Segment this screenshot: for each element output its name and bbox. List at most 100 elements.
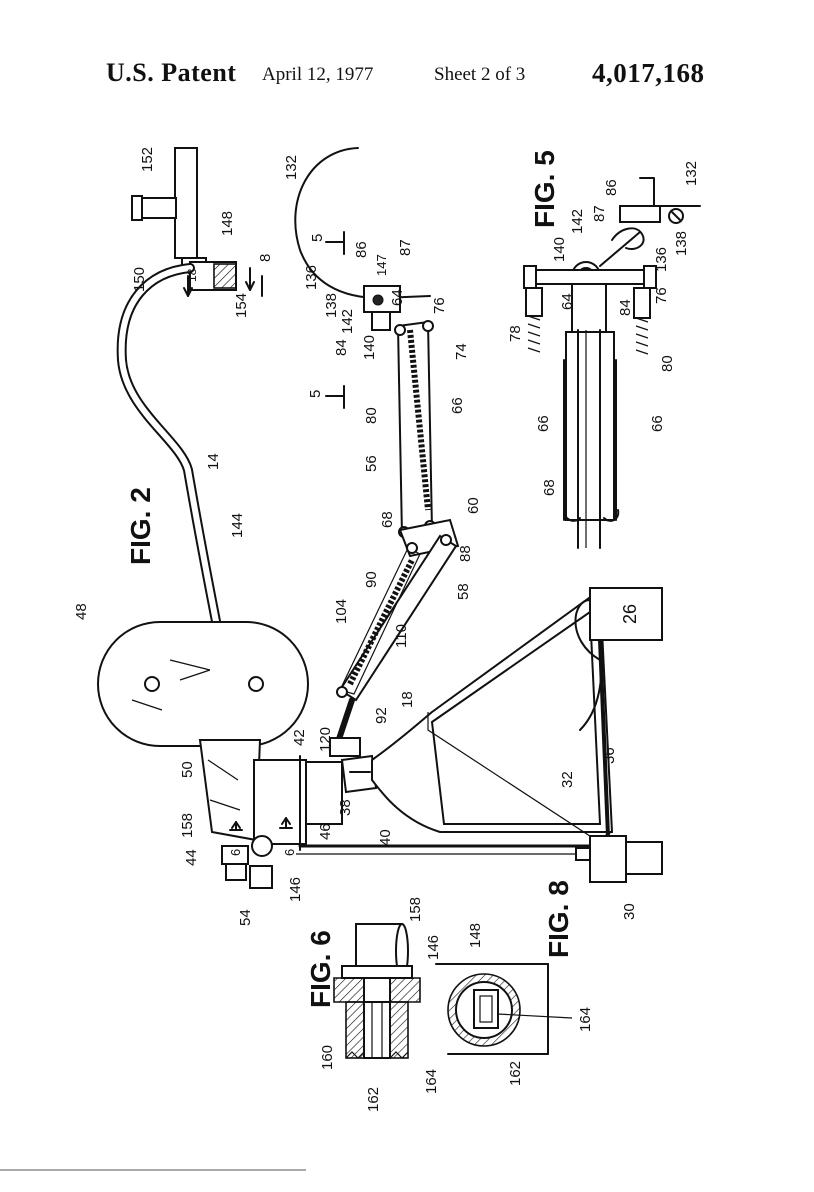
ref-132: 132 xyxy=(283,155,300,180)
fig5-ref-138: 138 xyxy=(673,231,690,256)
ref-148: 148 xyxy=(219,211,236,236)
ref-60: 60 xyxy=(465,497,482,514)
reflector-132 xyxy=(294,147,431,299)
fig5-ref-136: 136 xyxy=(653,247,670,272)
ref-76: 76 xyxy=(431,297,448,314)
fig5-ref-64: 64 xyxy=(559,293,576,310)
ref-8: 8 xyxy=(257,254,274,262)
ref-80: 80 xyxy=(363,407,380,424)
ref-5b: 5 xyxy=(307,390,324,398)
base-housing-42 xyxy=(253,755,343,851)
fig5-ref-80: 80 xyxy=(659,355,676,372)
ref-68: 68 xyxy=(379,511,396,528)
ref-88: 88 xyxy=(457,545,474,562)
fig5-ref-86: 86 xyxy=(603,179,620,196)
ref-150: 150 xyxy=(131,267,148,292)
lamp-mount-86 xyxy=(363,285,401,331)
ref-142: 142 xyxy=(339,309,356,334)
ref-58: 58 xyxy=(455,583,472,600)
ref-147: 147 xyxy=(374,254,389,276)
fig5-ref-66b: 66 xyxy=(649,415,666,432)
fig8-drawing xyxy=(435,963,573,1055)
ref-46: 46 xyxy=(317,823,334,840)
fitting-148 xyxy=(183,261,255,297)
ref-152: 152 xyxy=(139,147,156,172)
ref-26: 26 xyxy=(620,604,640,624)
fig5-ref-76: 76 xyxy=(653,287,670,304)
fig6-ref-162: 162 xyxy=(365,1087,382,1112)
fig5-reference-numerals: 132 86 87 142 140 138 136 76 84 64 78 80… xyxy=(507,161,700,496)
ref-92: 92 xyxy=(373,707,390,724)
header-patent-number: 4,017,168 xyxy=(592,58,705,88)
fig8-ref-148: 148 xyxy=(467,923,484,948)
ref-84: 84 xyxy=(333,339,350,356)
ref-18b: 18 xyxy=(399,691,416,708)
lower-arm-58 xyxy=(336,534,458,702)
ref-87: 87 xyxy=(397,239,414,256)
ref-86: 86 xyxy=(353,241,370,258)
fig5-ref-66a: 66 xyxy=(535,415,552,432)
fig5-title: FIG. 5 xyxy=(529,150,560,228)
ref-6b: 6 xyxy=(282,849,297,856)
fig5-drawing xyxy=(523,177,701,549)
ref-30: 30 xyxy=(621,903,638,920)
ref-120: 120 xyxy=(317,727,334,752)
clamp-152 xyxy=(131,147,207,273)
connector-30 xyxy=(575,835,663,883)
ref-18a: 18 xyxy=(185,268,199,282)
ref-14: 14 xyxy=(205,453,222,470)
ref-6a: 6 xyxy=(228,849,243,856)
ref-50: 50 xyxy=(179,761,196,778)
header-sheet-number: Sheet 2 of 3 xyxy=(434,64,526,85)
fig5-ref-140: 140 xyxy=(551,237,568,262)
lever-44 xyxy=(221,817,293,889)
adjuster-120 xyxy=(329,697,361,757)
fig5-ref-142: 142 xyxy=(569,209,586,234)
header-patent-label: U.S. Patent xyxy=(106,58,237,87)
fig5-ref-87: 87 xyxy=(591,205,608,222)
ref-56: 56 xyxy=(363,455,380,472)
ref-104: 104 xyxy=(333,599,350,624)
fig6-title: FIG. 6 xyxy=(305,930,336,1008)
fig5-ref-132: 132 xyxy=(683,161,700,186)
ref-136: 136 xyxy=(303,265,320,290)
ref-158: 158 xyxy=(179,813,196,838)
ref-5a: 5 xyxy=(309,234,326,242)
ref-140: 140 xyxy=(361,335,378,360)
ref-146: 146 xyxy=(287,877,304,902)
fig2-title: FIG. 2 xyxy=(125,487,156,565)
fig6-ref-164: 164 xyxy=(423,1069,440,1094)
section-line-5-top xyxy=(325,231,345,255)
screw-78 xyxy=(525,287,543,353)
header-date: April 12, 1977 xyxy=(262,64,374,85)
cord-36 xyxy=(579,647,603,731)
fig6-ref-160: 160 xyxy=(319,1045,336,1070)
stand-frame-18 xyxy=(371,588,614,841)
ref-64: 64 xyxy=(389,289,406,306)
ref-42: 42 xyxy=(291,729,308,746)
fig5-ref-68: 68 xyxy=(541,479,558,496)
ref-138: 138 xyxy=(323,293,340,318)
ref-54: 54 xyxy=(237,909,254,926)
box-26 xyxy=(574,587,663,661)
ref-36: 36 xyxy=(601,747,618,764)
ref-110: 110 xyxy=(393,624,410,648)
column-50 xyxy=(198,739,262,842)
fig6-reference-numerals: 158 146 160 162 164 xyxy=(319,897,442,1112)
screw-80 xyxy=(633,287,651,355)
ref-74: 74 xyxy=(453,343,470,360)
section-line-5-bottom xyxy=(325,385,345,409)
ref-32: 32 xyxy=(559,771,576,788)
ref-38: 38 xyxy=(337,799,354,816)
ref-66: 66 xyxy=(449,397,466,414)
fig8-title: FIG. 8 xyxy=(543,880,574,958)
ref-48: 48 xyxy=(73,603,90,620)
fig2-drawing xyxy=(97,147,663,889)
fig5-ref-78: 78 xyxy=(507,325,524,342)
ref-154: 154 xyxy=(233,293,250,318)
fig8-reference-numerals: 148 162 164 xyxy=(467,923,594,1086)
fig6-ref-146: 146 xyxy=(425,935,442,960)
ref-144: 144 xyxy=(229,513,246,538)
